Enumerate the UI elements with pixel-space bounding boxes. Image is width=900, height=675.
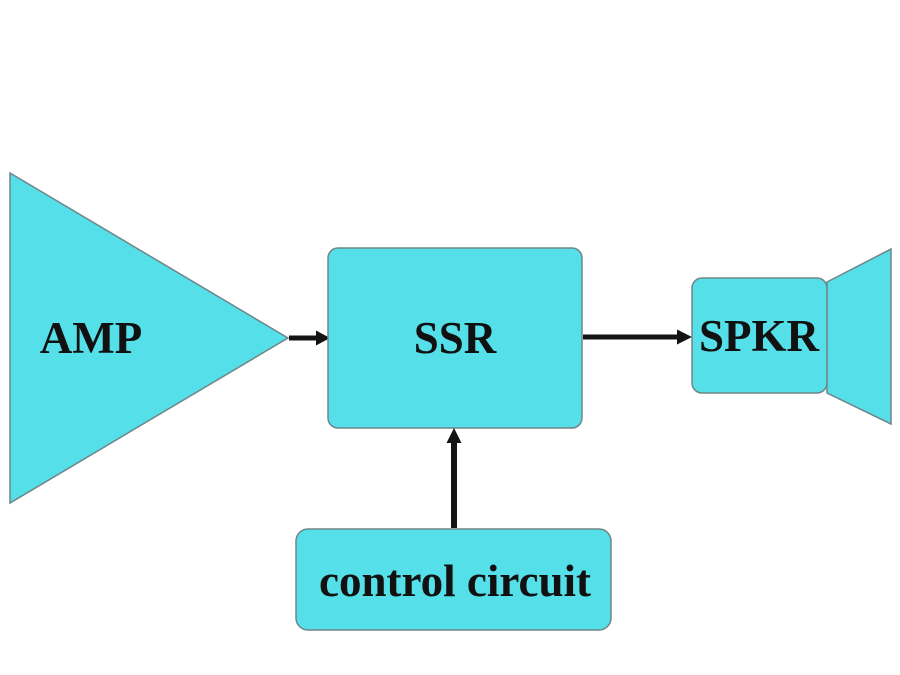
amp-triangle-shape bbox=[9, 171, 290, 505]
connection-ssr-to-spkr bbox=[583, 329, 692, 345]
control-to-ssr-arrowhead-icon bbox=[446, 428, 462, 443]
amp-to-ssr-arrowhead-icon bbox=[316, 330, 330, 346]
control-circuit-label: control circuit bbox=[319, 556, 591, 606]
amp-node: AMP bbox=[9, 171, 290, 505]
ssr-to-spkr-arrowhead-icon bbox=[677, 329, 692, 345]
speaker-horn-icon bbox=[826, 247, 892, 426]
connection-control-to-ssr bbox=[446, 428, 462, 528]
ssr-box-shape bbox=[327, 247, 583, 429]
control-circuit-box-shape bbox=[295, 528, 612, 631]
spkr-label: SPKR bbox=[699, 311, 820, 361]
spkr-box-shape bbox=[691, 277, 828, 394]
ssr-node: SSR bbox=[327, 247, 583, 429]
amp-label: AMP bbox=[40, 313, 142, 363]
connection-amp-to-ssr bbox=[289, 330, 330, 346]
control-circuit-node: control circuit bbox=[295, 528, 612, 631]
ssr-label: SSR bbox=[414, 313, 497, 363]
spkr-node: SPKR bbox=[691, 247, 892, 426]
